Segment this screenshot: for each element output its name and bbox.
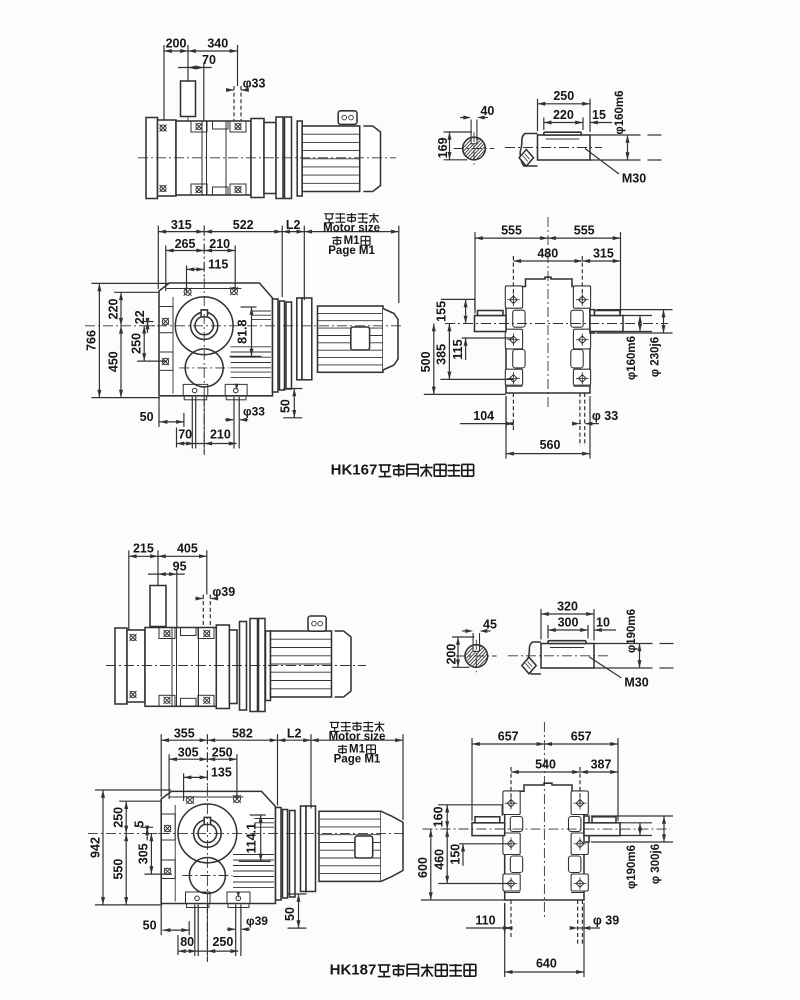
svg-text:200: 200 [166,36,187,50]
svg-text:104: 104 [473,409,494,423]
svg-text:220: 220 [553,108,574,122]
svg-text:200: 200 [444,644,458,665]
svg-text:160: 160 [431,806,445,827]
svg-text:387: 387 [591,757,612,771]
svg-text:70: 70 [178,427,192,441]
svg-text:5: 5 [132,821,146,828]
svg-text:φ39: φ39 [212,585,235,599]
svg-text:φ160m6: φ160m6 [614,90,626,134]
svg-text:320: 320 [557,599,578,613]
svg-text:522: 522 [233,218,254,232]
svg-text:220: 220 [106,299,120,320]
svg-text:φ 33: φ 33 [592,409,618,423]
svg-text:560: 560 [540,438,561,452]
svg-text:135: 135 [211,766,232,780]
svg-text:φ 300j6: φ 300j6 [650,844,662,884]
svg-text:φ 39: φ 39 [593,913,619,927]
svg-text:70: 70 [202,53,216,67]
svg-text:766: 766 [85,330,99,351]
svg-text:Motor size: Motor size [329,731,386,743]
svg-text:115: 115 [208,258,228,272]
svg-text:Motor size: Motor size [323,222,380,234]
svg-text:50: 50 [143,918,157,932]
svg-text:657: 657 [498,729,519,743]
svg-text:φ190m6: φ190m6 [626,609,638,653]
svg-text:114.1: 114.1 [244,823,258,854]
svg-text:315: 315 [171,218,192,232]
svg-text:385: 385 [435,344,449,365]
svg-text:150: 150 [448,844,462,865]
svg-text:50: 50 [140,410,154,424]
svg-text:φ33: φ33 [243,404,265,418]
svg-text:640: 640 [536,956,557,970]
svg-text:555: 555 [574,223,595,237]
svg-text:250: 250 [212,935,233,949]
svg-text:40: 40 [480,104,494,118]
svg-text:45: 45 [483,617,497,631]
svg-text:340: 340 [207,36,228,50]
svg-text:169: 169 [436,137,450,158]
svg-text:M1: M1 [349,743,366,755]
svg-text:550: 550 [111,859,125,880]
svg-text:942: 942 [88,837,102,858]
svg-text:460: 460 [432,849,446,870]
svg-text:305: 305 [178,745,199,759]
svg-text:315: 315 [593,246,614,260]
svg-text:M30: M30 [622,171,646,185]
svg-text:115: 115 [451,339,465,359]
svg-text:HK167: HK167 [331,461,378,478]
svg-text:50: 50 [279,399,293,413]
svg-text:250: 250 [111,807,125,828]
svg-text:φ33: φ33 [243,76,266,90]
svg-text:Page M1: Page M1 [334,753,381,765]
svg-text:HK187: HK187 [330,961,377,978]
svg-text:265: 265 [175,237,196,251]
svg-text:110: 110 [475,913,495,927]
svg-text:210: 210 [210,427,231,441]
svg-text:540: 540 [535,757,556,771]
svg-text:M30: M30 [624,675,648,689]
svg-text:215: 215 [133,542,154,556]
svg-text:250: 250 [553,89,574,103]
svg-text:22: 22 [133,310,147,324]
svg-text:210: 210 [209,237,230,251]
svg-text:250: 250 [129,333,143,354]
svg-text:355: 355 [174,726,195,740]
svg-text:15: 15 [592,108,606,122]
svg-text:405: 405 [177,542,198,556]
svg-text:600: 600 [416,857,430,878]
svg-text:305: 305 [137,843,151,864]
svg-text:80: 80 [180,935,194,949]
svg-text:480: 480 [537,246,558,260]
svg-text:155: 155 [434,301,448,322]
svg-text:φ 230j6: φ 230j6 [650,337,662,377]
svg-text:φ190m6: φ190m6 [626,845,638,889]
svg-text:L2: L2 [286,218,301,232]
svg-text:500: 500 [419,351,433,372]
svg-text:95: 95 [173,559,187,573]
svg-text:81.8: 81.8 [235,319,249,343]
svg-text:M1: M1 [344,235,361,247]
svg-text:582: 582 [232,726,253,740]
svg-text:φ160m6: φ160m6 [626,336,638,380]
svg-text:φ39: φ39 [246,914,268,928]
svg-text:10: 10 [596,615,610,629]
svg-text:50: 50 [283,907,297,921]
svg-text:555: 555 [501,223,522,237]
svg-text:L2: L2 [287,726,302,740]
svg-text:450: 450 [106,351,120,372]
svg-text:250: 250 [212,745,233,759]
svg-text:657: 657 [571,729,592,743]
svg-text:Page M1: Page M1 [328,245,375,257]
svg-text:300: 300 [558,615,579,629]
